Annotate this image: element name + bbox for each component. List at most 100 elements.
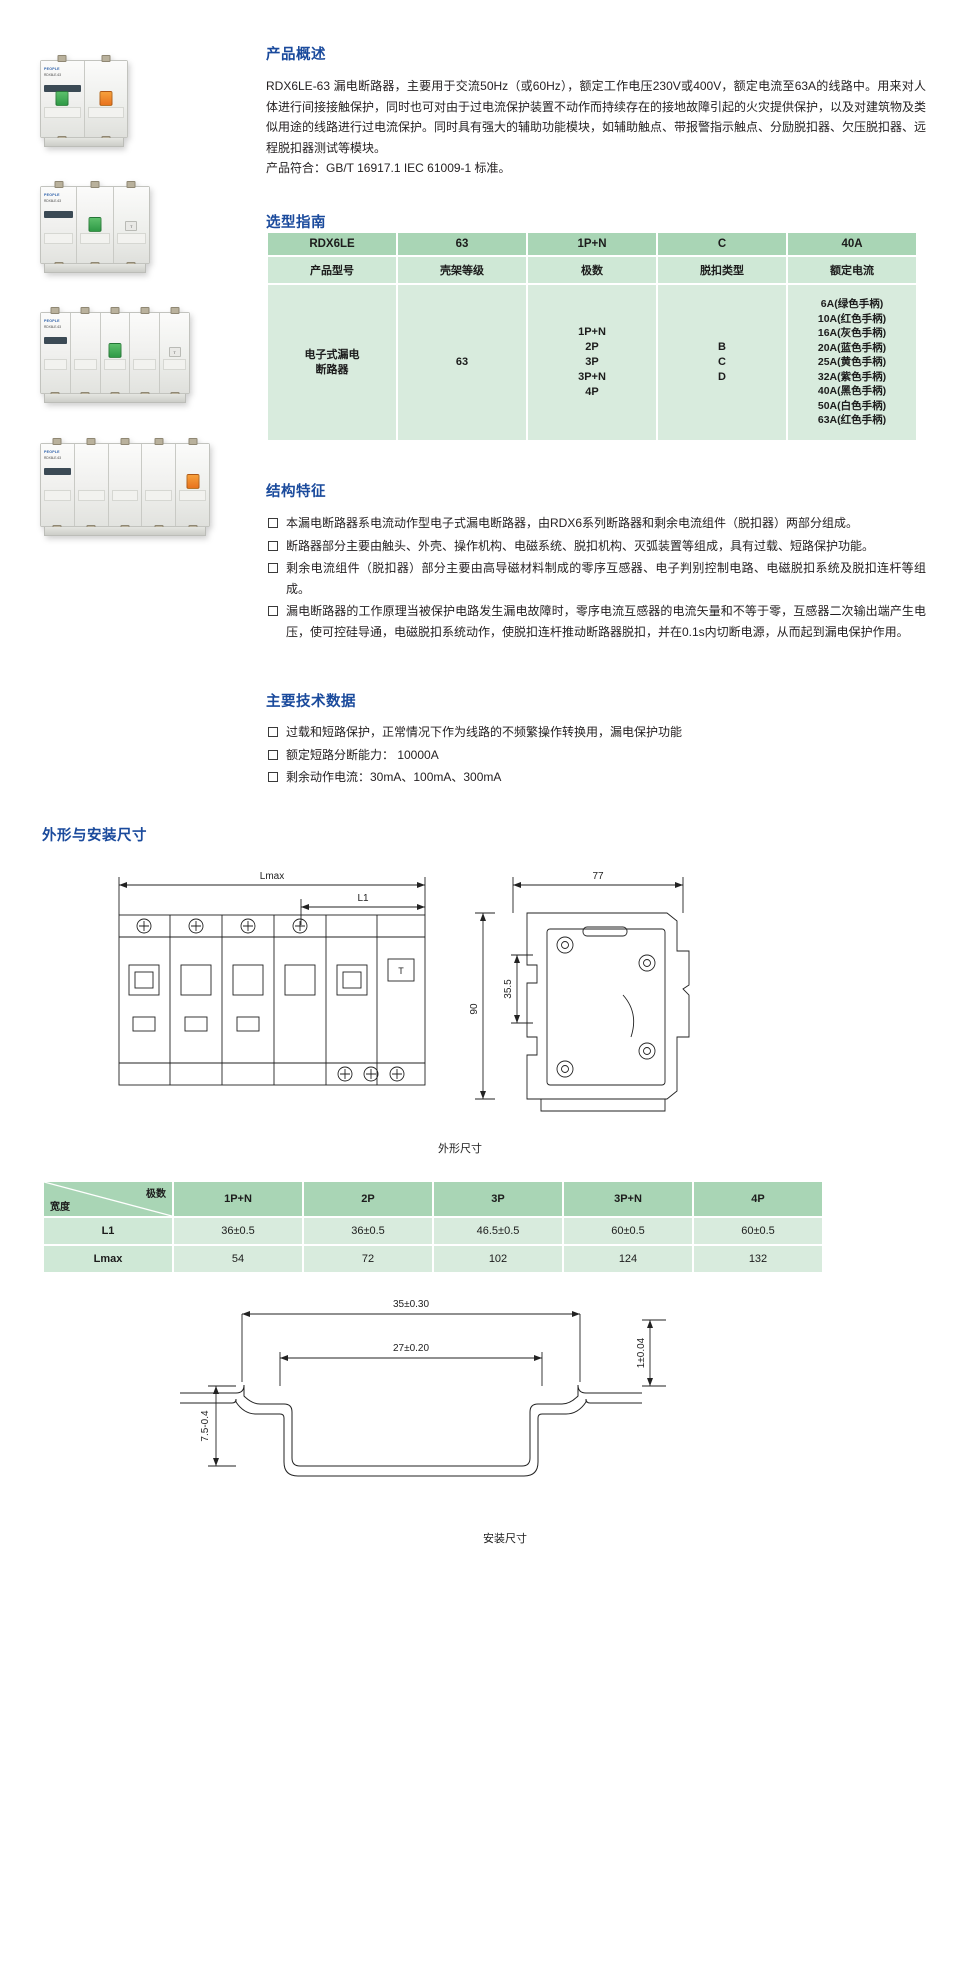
cell-header-poles: 极数 <box>528 257 656 283</box>
cell-lmax-4p: 132 <box>694 1246 822 1272</box>
terminal-top <box>140 307 150 314</box>
diagonal-divider-icon <box>44 1182 172 1216</box>
label-strip <box>44 490 71 501</box>
mount-caption-wrap: 安装尺寸 <box>0 1530 970 1546</box>
svg-text:T: T <box>398 966 404 976</box>
label-strip <box>111 490 139 501</box>
label-height-35-5: 35.5 <box>503 979 514 999</box>
rcd-handle <box>99 91 113 106</box>
label-inner-width: 27±0.20 <box>393 1343 430 1354</box>
list-item: 本漏电断路器系电流动作型电子式漏电断路器，由RDX6系列断路器和剩余电流组件（脱… <box>266 513 926 534</box>
cell-code-frame: 63 <box>398 233 526 255</box>
product-photo-3pn: PEOPLE RDX6LE-63 <box>40 307 250 417</box>
product-photo-2p: PEOPLE RDX6LE-63 T <box>40 181 250 286</box>
list-item: 过载和短路保护，正常情况下作为线路的不频繁操作转换用，漏电保护功能 <box>266 722 926 743</box>
terminal-top <box>101 55 111 62</box>
dimensions-title: 外形与安装尺寸 <box>42 828 147 844</box>
product-photo-1pn: PEOPLE RDX6LE-63 <box>40 55 250 160</box>
col-header-4p: 4P <box>694 1182 822 1216</box>
list-item: 额定短路分断能力： 10000A <box>266 745 926 766</box>
window-strip <box>44 85 81 92</box>
label-strip <box>116 233 146 244</box>
product-photo-column: PEOPLE RDX6LE-63 <box>40 55 250 579</box>
label-l1: L1 <box>357 893 369 904</box>
label-strip <box>73 359 97 370</box>
overview-paragraph: RDX6LE-63 漏电断路器，主要用于交流50Hz（或60Hz），额定工作电压… <box>266 79 927 155</box>
mounting-rail-drawing: 35±0.30 27±0.20 1±0.04 7.5-0.4 <box>180 1290 800 1510</box>
tech-data-title: 主要技术数据 <box>266 694 356 710</box>
corner-cell: 极数 宽度 <box>44 1182 172 1216</box>
dimensions-table-wrap: 极数 宽度 1P+N 2P 3P 3P+N 4P L1 36±0.5 36±0.… <box>42 1180 824 1274</box>
cell-lmax-1pn: 54 <box>174 1246 302 1272</box>
table-row-headers: 产品型号 壳架等级 极数 脱扣类型 额定电流 <box>268 257 916 283</box>
table-row: L1 36±0.5 36±0.5 46.5±0.5 60±0.5 60±0.5 <box>44 1218 822 1244</box>
photo-model-label: RDX6LE-63 <box>44 199 62 203</box>
cell-header-model: 产品型号 <box>268 257 396 283</box>
outline-side-drawing: 77 90 35.5 <box>455 855 745 1120</box>
label-strip <box>163 359 186 370</box>
cell-l1-4p: 60±0.5 <box>694 1218 822 1244</box>
section-structure: 结构特征 <box>266 480 926 501</box>
terminal-top <box>126 181 136 188</box>
window-strip <box>44 337 67 344</box>
photo-brand-label: PEOPLE <box>44 450 60 454</box>
product-photo-4p: PEOPLE RDX6LE-63 <box>40 438 250 553</box>
col-header-3p: 3P <box>434 1182 562 1216</box>
photo-brand-label: PEOPLE <box>44 193 60 197</box>
label-lmax: Lmax <box>260 871 284 882</box>
col-header-1pn: 1P+N <box>174 1182 302 1216</box>
terminal-top <box>110 307 120 314</box>
window-strip <box>44 211 74 218</box>
label-strip <box>77 490 105 501</box>
label-strip <box>44 359 67 370</box>
toggle-handle <box>55 91 69 106</box>
label-strip <box>44 233 74 244</box>
din-rail-foot <box>44 527 206 536</box>
section-dimensions: 外形与安装尺寸 <box>42 824 147 845</box>
terminal-top <box>120 438 130 445</box>
selection-guide-table: RDX6LE 63 1P+N C 40A 产品型号 壳架等级 极数 脱扣类型 额… <box>266 231 918 442</box>
photo-brand-label: PEOPLE <box>44 67 60 71</box>
list-item: 剩余动作电流：30mA、100mA、300mA <box>266 767 926 788</box>
table-row-header: 极数 宽度 1P+N 2P 3P 3P+N 4P <box>44 1182 822 1216</box>
tech-data-body: 过载和短路保护，正常情况下作为线路的不频繁操作转换用，漏电保护功能 额定短路分断… <box>266 722 926 790</box>
cell-l1-3pn: 60±0.5 <box>564 1218 692 1244</box>
cell-l1-3p: 46.5±0.5 <box>434 1218 562 1244</box>
cell-code-current: 40A <box>788 233 916 255</box>
section-tech-data: 主要技术数据 <box>266 690 926 711</box>
terminal-top <box>80 307 90 314</box>
photo-model-label: RDX6LE-63 <box>44 73 62 77</box>
corner-label-width: 宽度 <box>50 1202 70 1213</box>
label-depth: 7.5-0.4 <box>200 1410 211 1442</box>
table-row: Lmax 54 72 102 124 132 <box>44 1246 822 1272</box>
window-strip <box>44 468 71 475</box>
structure-list: 本漏电断路器系电流动作型电子式漏电断路器，由RDX6系列断路器和剩余电流组件（脱… <box>266 513 926 642</box>
row-label-l1: L1 <box>44 1218 172 1244</box>
col-header-3pn: 3P+N <box>564 1182 692 1216</box>
terminal-top <box>170 307 180 314</box>
dimensions-table: 极数 宽度 1P+N 2P 3P 3P+N 4P L1 36±0.5 36±0.… <box>42 1180 824 1274</box>
terminal-top <box>50 307 60 314</box>
corner-label-poles: 极数 <box>146 1189 166 1200</box>
label-strip <box>87 107 124 118</box>
mount-caption: 安装尺寸 <box>483 1533 527 1545</box>
label-strip <box>145 490 173 501</box>
cell-lmax-3pn: 124 <box>564 1246 692 1272</box>
test-button: T <box>168 347 181 357</box>
photo-model-label: RDX6LE-63 <box>44 456 62 460</box>
label-strip <box>44 107 81 118</box>
terminal-top <box>52 438 62 445</box>
toggle-handle <box>88 217 102 232</box>
cell-code-poles: 1P+N <box>528 233 656 255</box>
cell-code-model: RDX6LE <box>268 233 396 255</box>
terminal-top <box>90 181 100 188</box>
col-header-2p: 2P <box>304 1182 432 1216</box>
cell-header-trip: 脱扣类型 <box>658 257 786 283</box>
label-thickness: 1±0.04 <box>636 1337 647 1368</box>
overview-body: RDX6LE-63 漏电断路器，主要用于交流50Hz（或60Hz），额定工作电压… <box>266 76 926 179</box>
photo-model-label: RDX6LE-63 <box>44 325 62 329</box>
photo-brand-label: PEOPLE <box>44 319 60 323</box>
terminal-top <box>188 438 198 445</box>
